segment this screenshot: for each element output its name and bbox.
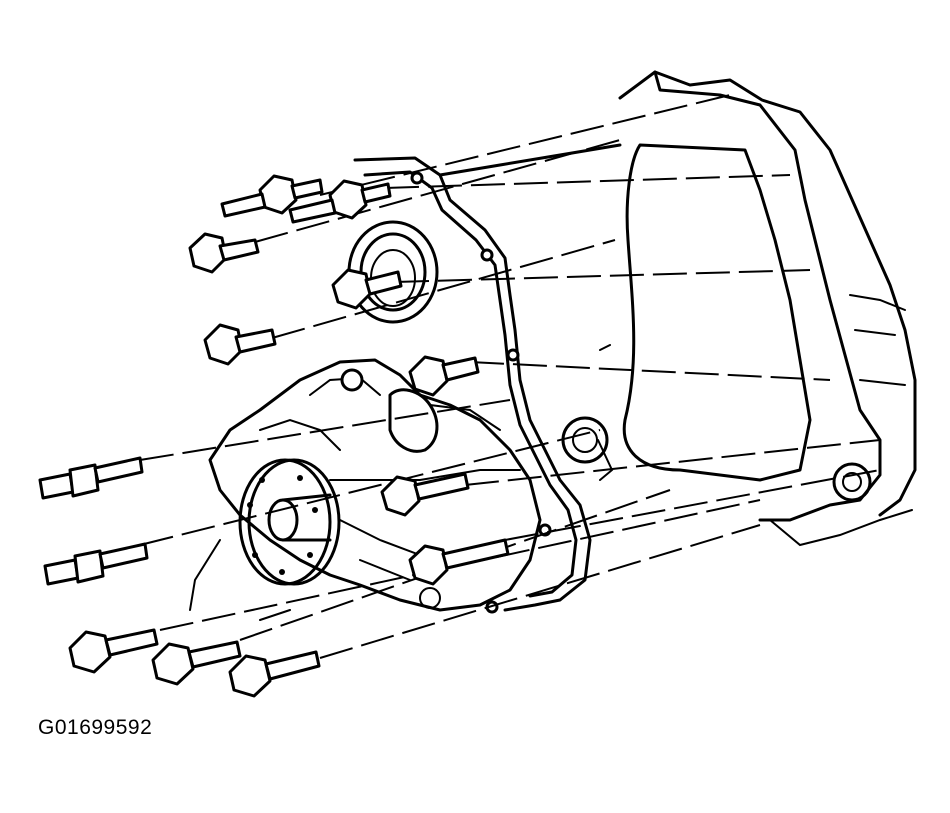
- bolt-icon: [380, 472, 470, 517]
- stud-icon: [43, 542, 149, 586]
- figure-id: G01699592: [38, 716, 153, 739]
- flange-bolt-icon: [151, 640, 242, 686]
- stud-icon: [38, 456, 144, 500]
- flange-bolt-icon: [68, 628, 159, 674]
- pump-housing: [208, 358, 542, 612]
- transmission-housing: [618, 70, 917, 547]
- bolt-icon: [203, 323, 277, 366]
- flange-bolt-icon: [228, 650, 321, 698]
- bolt-icon: [220, 174, 324, 218]
- bolt-icon: [408, 538, 510, 586]
- bolt-icon: [288, 179, 392, 224]
- drive-flange: [238, 458, 341, 586]
- leader-line: [189, 539, 291, 621]
- bolt-icon: [408, 355, 480, 397]
- bolt-icon: [188, 232, 260, 274]
- bolt-icon: [331, 268, 403, 310]
- adapter-plate: [353, 143, 622, 614]
